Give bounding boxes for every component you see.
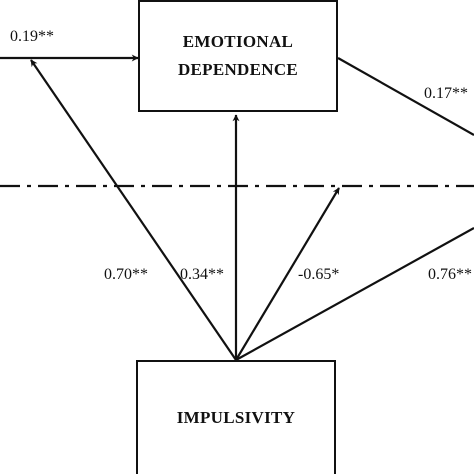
emotional-dependence-box: EMOTIONAL DEPENDENCE bbox=[138, 0, 338, 112]
emotional-dependence-line1: EMOTIONAL bbox=[182, 32, 294, 51]
emotional-dependence-line2: DEPENDENCE bbox=[177, 60, 299, 79]
arrow-imp-to-topleft bbox=[30, 59, 237, 361]
impulsivity-box: IMPULSIVITY bbox=[136, 360, 336, 474]
arrow-ed-to-right bbox=[337, 57, 474, 136]
coef-top-left: 0.19** bbox=[10, 28, 54, 45]
coef-right-diag: 0.76** bbox=[428, 266, 472, 283]
arrow-imp-to-moderation bbox=[235, 187, 340, 361]
coef-vertical: 0.34** bbox=[180, 266, 224, 283]
arrow-imp-to-right bbox=[235, 227, 474, 361]
coef-moderation: -0.65* bbox=[298, 266, 340, 283]
impulsivity-label: IMPULSIVITY bbox=[176, 408, 296, 427]
coef-top-right: 0.17** bbox=[424, 85, 468, 102]
coef-left-diag: 0.70** bbox=[104, 266, 148, 283]
